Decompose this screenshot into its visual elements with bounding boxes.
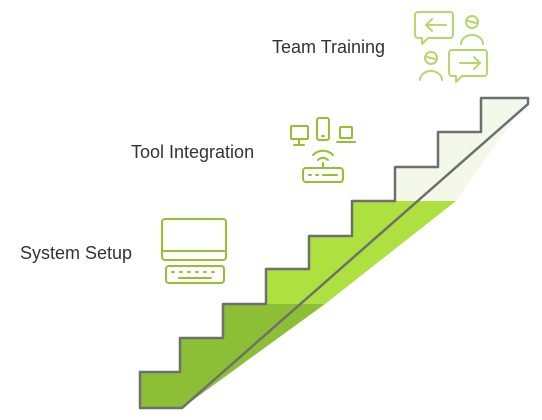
- computer-keyboard-icon: [161, 218, 227, 284]
- team-communication-icon: [414, 11, 488, 83]
- connected-devices-icon: [290, 117, 356, 183]
- step-label-system-setup: System Setup: [20, 243, 133, 263]
- step-label-team-training: Team Training: [272, 37, 386, 57]
- stair-outline: [138, 96, 530, 410]
- step-label-tool-integration: Tool Integration: [131, 142, 255, 162]
- stair-flight-top: [395, 98, 528, 201]
- stair-flight-middle: [223, 201, 456, 304]
- stair-flight-bottom: [140, 304, 325, 408]
